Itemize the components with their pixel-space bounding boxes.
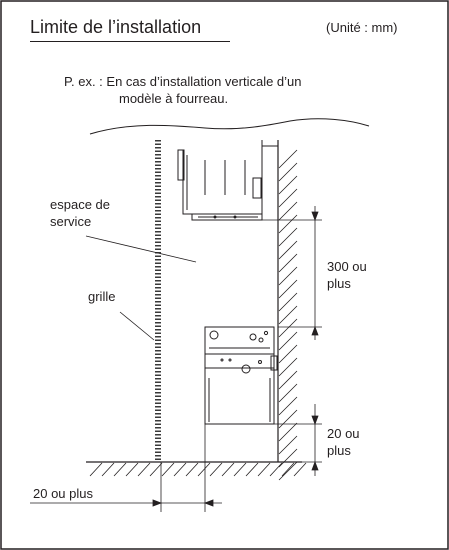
floor-hatch-line bbox=[113, 462, 127, 477]
grille-leader bbox=[119, 311, 155, 341]
wall-hatch-line bbox=[278, 292, 298, 312]
service-space-line-2: service bbox=[50, 214, 92, 229]
dim-bottom-line-2: plus bbox=[327, 443, 351, 458]
floor-hatch-line bbox=[101, 462, 115, 477]
wall-hatch-line bbox=[278, 344, 298, 364]
floor-hatch-line bbox=[173, 462, 187, 477]
floor-hatch-line bbox=[125, 462, 139, 477]
example-line-2: modèle à fourreau. bbox=[119, 91, 229, 106]
floor-hatch-line bbox=[149, 462, 163, 477]
wall-hatch-line bbox=[278, 370, 298, 390]
dim-top-label: 300 ou plus bbox=[327, 258, 367, 292]
wall-hatch-line bbox=[278, 253, 298, 273]
ceiling-break-line bbox=[89, 118, 370, 135]
floor-hatch-line bbox=[221, 462, 235, 477]
floor-hatch-line bbox=[89, 462, 103, 477]
dimension-bottom bbox=[274, 404, 322, 476]
wall-hatch-line bbox=[278, 383, 298, 403]
service-space-line-1: espace de bbox=[50, 197, 110, 212]
wall-hatch-line bbox=[278, 448, 298, 468]
lower-indoor-unit bbox=[204, 326, 278, 425]
wall-hatch-line bbox=[278, 214, 298, 234]
floor-hatch-line bbox=[281, 462, 295, 477]
floor-hatch-line bbox=[137, 462, 151, 477]
dimension-top bbox=[262, 206, 322, 340]
dim-bottom-line-1: 20 ou bbox=[327, 426, 360, 441]
grille-label: grille bbox=[88, 289, 116, 304]
floor-hatch-line bbox=[293, 462, 307, 477]
wall-hatch-line bbox=[278, 318, 298, 338]
right-wall bbox=[277, 140, 298, 481]
dim-top-line-1: 300 ou bbox=[327, 259, 367, 274]
floor-hatch-line bbox=[197, 462, 211, 477]
service-space-label: espace de service bbox=[50, 196, 110, 230]
floor-hatch-line bbox=[209, 462, 223, 477]
dim-bottom-label: 20 ou plus bbox=[327, 425, 360, 459]
unit-label: (Unité : mm) bbox=[326, 20, 398, 35]
wall-hatch-line bbox=[278, 188, 298, 208]
wall-hatch-line bbox=[278, 422, 298, 442]
wall-hatch-line bbox=[278, 305, 298, 325]
dim-top-line-2: plus bbox=[327, 276, 351, 291]
example-caption: P. ex. : En cas d’installation verticale… bbox=[64, 73, 302, 107]
wall-hatch-line bbox=[278, 435, 298, 455]
page-title: Limite de l’installation bbox=[30, 17, 202, 37]
floor-hatch-line bbox=[269, 462, 283, 477]
wall-hatch-line bbox=[278, 357, 298, 377]
wall-hatch-line bbox=[278, 396, 298, 416]
upper-indoor-unit bbox=[177, 140, 278, 221]
floor-hatch-line bbox=[245, 462, 259, 477]
wall-hatch-line bbox=[278, 266, 298, 286]
dim-horizontal-label: 20 ou plus bbox=[33, 486, 93, 501]
wall-hatch-line bbox=[278, 201, 298, 221]
floor-hatch-line bbox=[161, 462, 175, 477]
dimension-horizontal bbox=[30, 424, 222, 512]
floor-hatch-line bbox=[185, 462, 199, 477]
wall-hatch-line bbox=[278, 227, 298, 247]
service-space-leader bbox=[85, 235, 197, 263]
example-line-1: P. ex. : En cas d’installation verticale… bbox=[64, 74, 302, 89]
title-underline bbox=[30, 41, 230, 42]
wall-hatch-line bbox=[278, 461, 298, 481]
wall-hatch-line bbox=[278, 240, 298, 260]
wall-hatch-line bbox=[278, 331, 298, 351]
floor-hatch-line bbox=[233, 462, 247, 477]
wall-hatch-line bbox=[278, 409, 298, 429]
wall-hatch-line bbox=[278, 149, 298, 169]
floor bbox=[86, 461, 307, 477]
floor-hatch-line bbox=[257, 462, 271, 477]
wall-hatch-line bbox=[278, 175, 298, 195]
wall-hatch-line bbox=[278, 279, 298, 299]
wall-hatch-line bbox=[278, 162, 298, 182]
